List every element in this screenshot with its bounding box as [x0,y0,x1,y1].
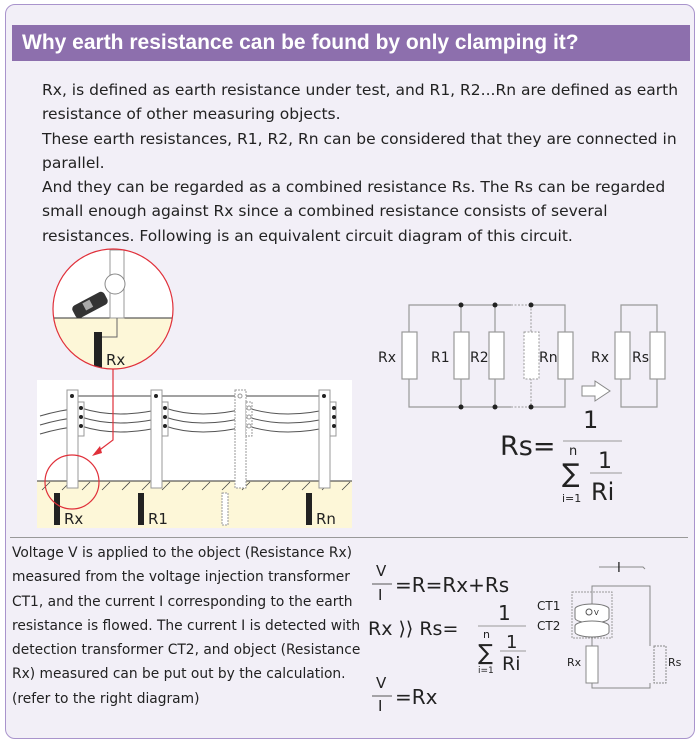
divider [10,537,688,538]
page-title: Why earth resistance can be found by onl… [12,25,690,61]
ground-rod-rn [306,493,312,525]
current-arrow [599,566,646,570]
svg-text:1: 1 [583,406,598,434]
svg-text:V: V [376,674,387,692]
svg-text:V: V [594,609,599,617]
ct-diagram: I V CT1 CT2 Rx Rs [537,561,682,689]
ground-rod-r1 [138,493,144,525]
svg-text:I: I [378,697,382,715]
svg-text:V: V [376,562,387,580]
arrow-right-icon [581,380,611,402]
svg-text:1: 1 [506,632,517,653]
svg-text:1: 1 [598,449,612,474]
label-rn: Rn [316,510,336,528]
intro-paragraph: Rx, is defined as earth resistance under… [42,81,679,124]
intro-paragraph: And they can be regarded as a combined r… [42,178,666,245]
circuit-label-rx: Rx [378,350,396,366]
svg-text:Rx ⟩⟩ Rs=: Rx ⟩⟩ Rs= [368,618,458,640]
explanation-text: Voltage V is applied to the object (Resi… [12,545,361,707]
circuit-label-r1: R1 [431,350,450,366]
svg-text:1: 1 [498,601,511,625]
intro-paragraph: These earth resistances, R1, R2, Rn can … [42,129,677,172]
svg-text:I: I [378,586,382,604]
svg-text:i=1: i=1 [478,666,494,676]
svg-text:∑: ∑ [562,459,580,489]
circuit-label-rx2: Rx [591,350,609,366]
pole-illustration: Rx R1 Rn Rx [37,248,352,528]
equations: V I =R=Rx+Rs Rx ⟩⟩ Rs= 1 n ∑ i=1 1 Ri V … [368,562,526,715]
circuit-label-rn: Rn [539,350,558,366]
svg-text:n: n [569,444,577,459]
svg-text:CT1: CT1 [537,599,560,613]
svg-text:=Rx: =Rx [395,685,438,709]
label-rx: Rx [64,510,83,528]
highlight-circle [44,454,100,510]
svg-text:n: n [483,628,490,641]
label-r1: R1 [148,510,168,528]
ground-rod-rx [54,493,60,525]
svg-text:i=1: i=1 [562,492,581,505]
svg-text:CT2: CT2 [537,619,560,633]
svg-text:∑: ∑ [478,641,493,666]
rs-formula: Rs= 1 n ∑ i=1 1 Ri [500,406,622,506]
voltage-source-icon [585,608,593,616]
svg-text:I: I [617,561,621,576]
svg-text:Rs: Rs [668,656,682,669]
circuit-label-r2: R2 [470,350,489,366]
pointer-arrow [96,368,114,453]
parallel-circuit: Rx R1 R2 Rn Rx Rs Rs= 1 n ∑ i=1 1 Ri [378,302,666,506]
svg-text:Ri: Ri [591,478,614,506]
svg-text:Ri: Ri [502,653,520,675]
intro-text: Rx, is defined as earth resistance under… [42,78,692,248]
svg-text:=R=Rx+Rs: =R=Rx+Rs [395,573,509,597]
circuit-label-rs: Rs [632,350,649,366]
zoom-label-rx: Rx [106,351,125,369]
svg-text:Rs=: Rs= [500,431,555,462]
svg-text:Rx: Rx [567,656,582,669]
